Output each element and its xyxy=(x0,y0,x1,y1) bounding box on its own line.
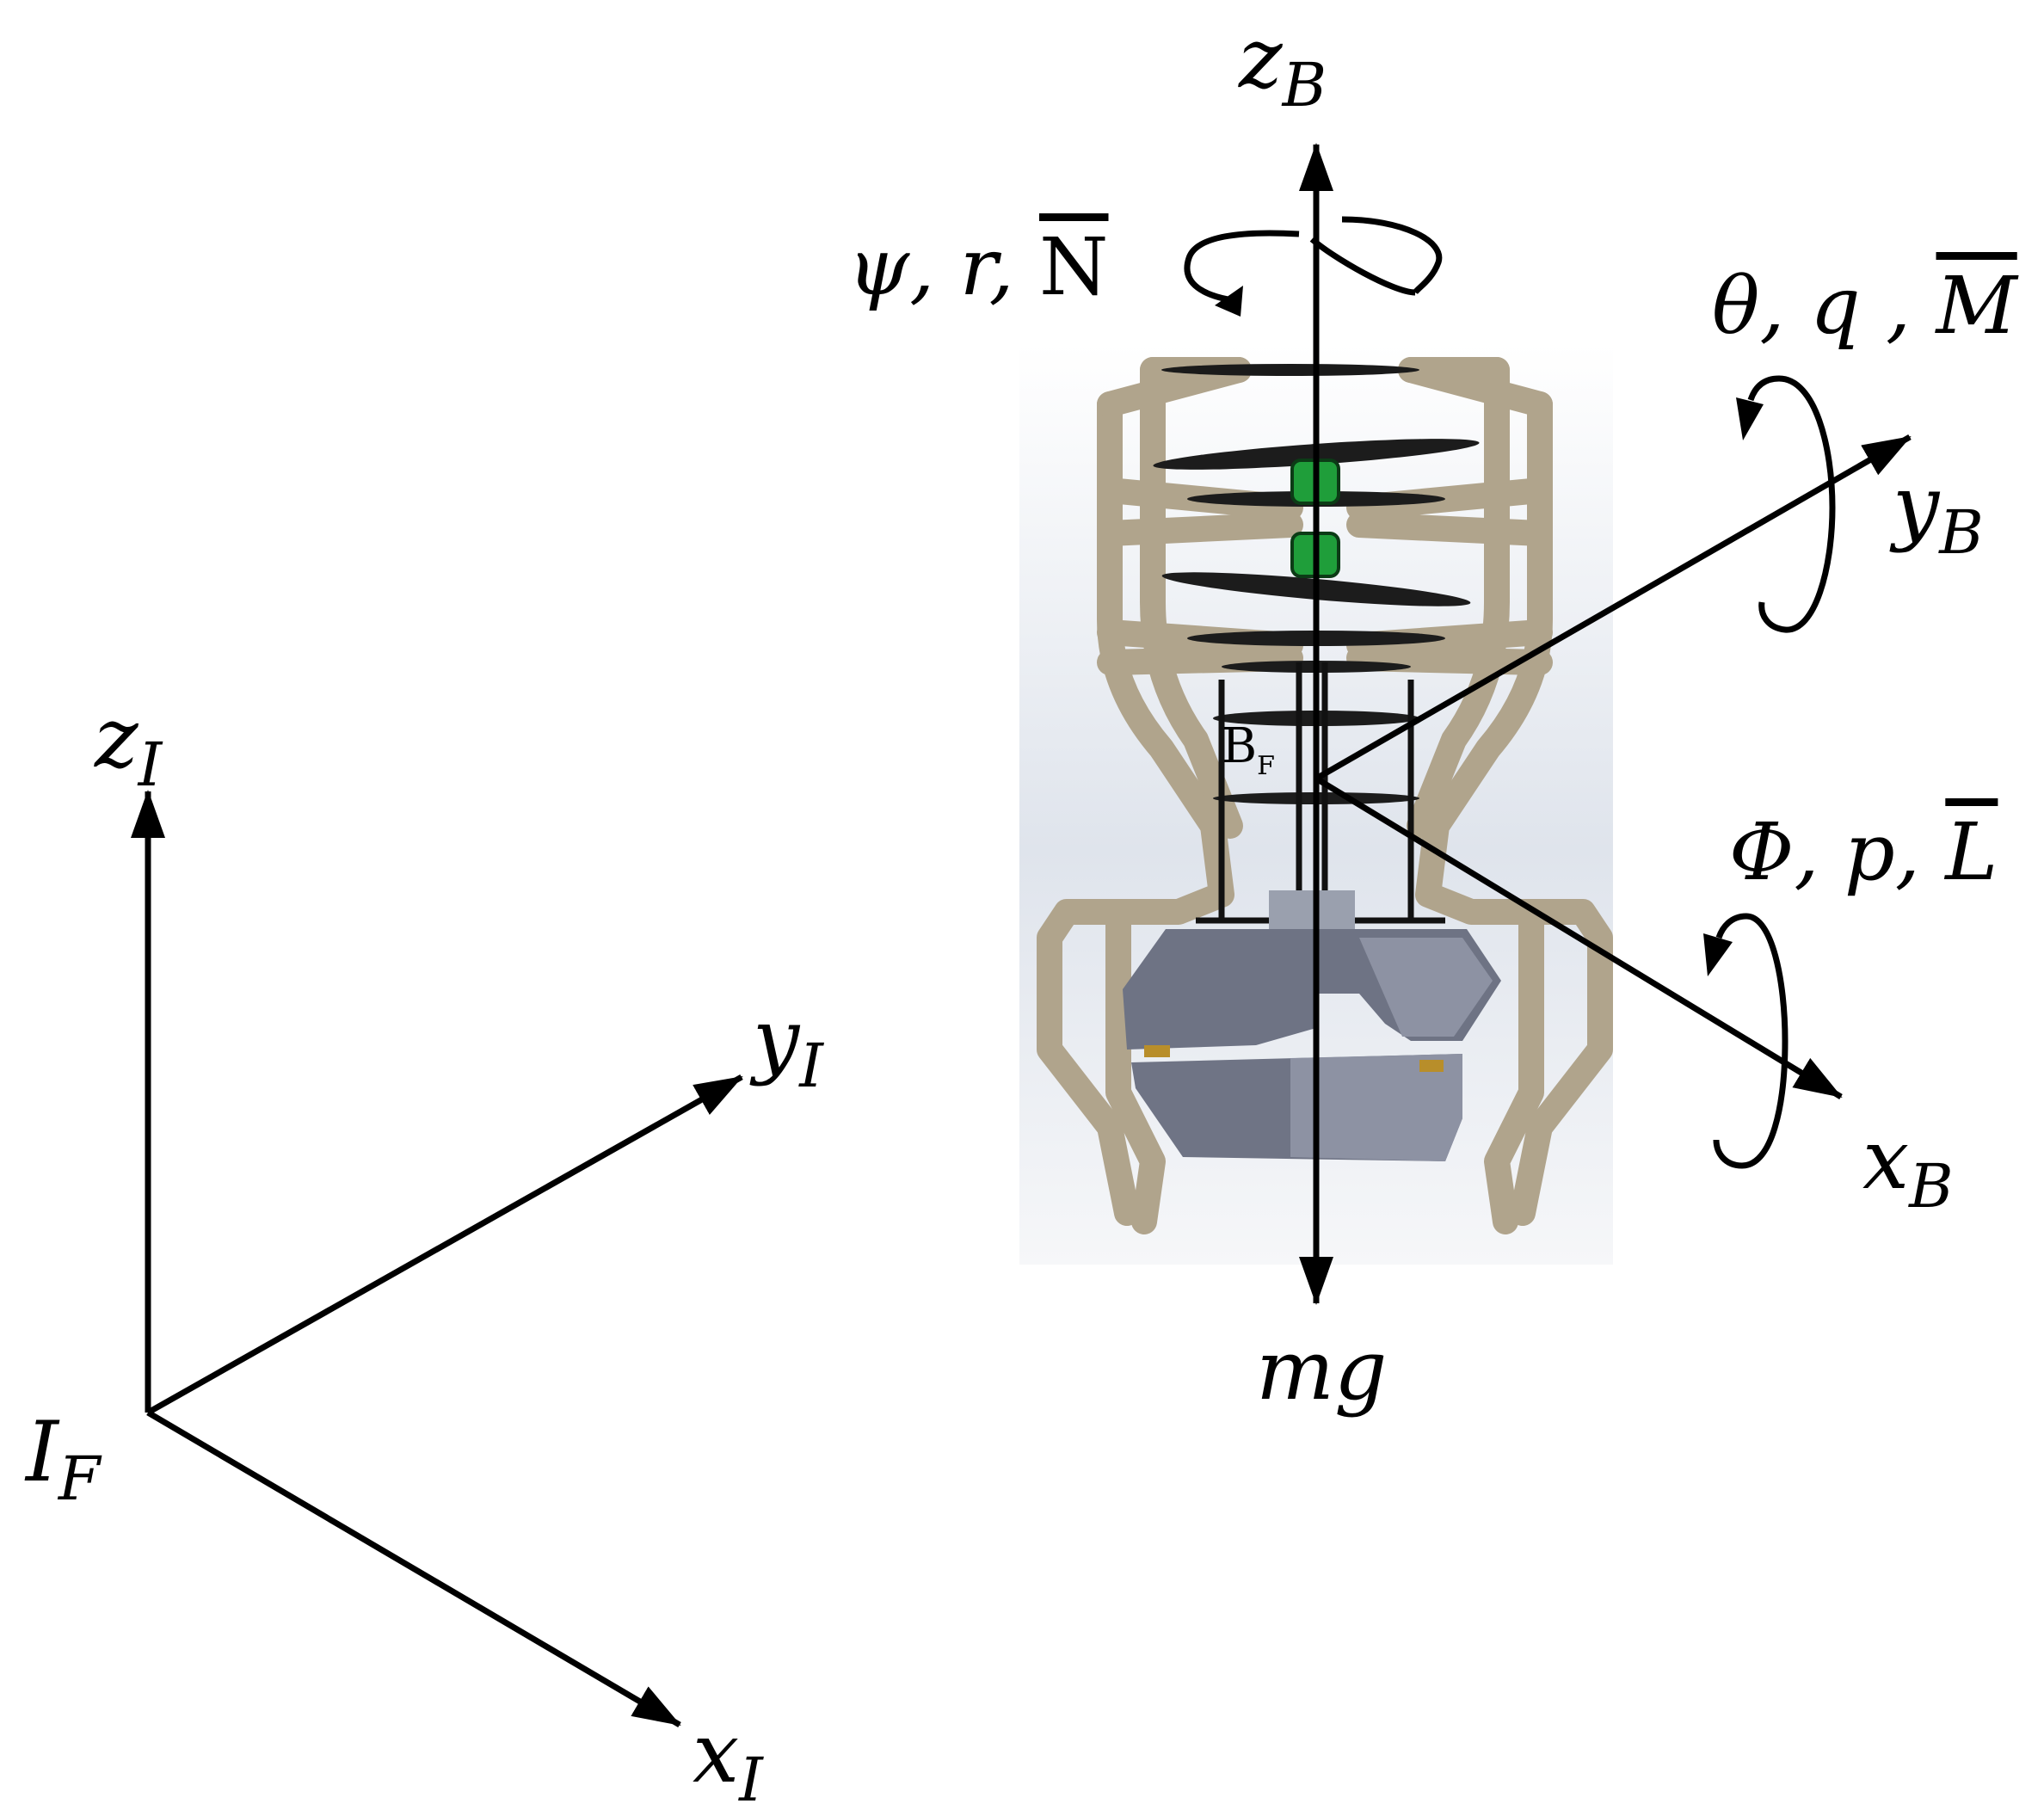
inertial-x-sub: I xyxy=(739,1745,763,1815)
yaw-rotation-arrow xyxy=(1184,230,1416,305)
roll-arrowhead xyxy=(1703,933,1733,976)
inertial-z-sub: I xyxy=(138,729,163,800)
inertial-y-label: yI xyxy=(753,998,823,1096)
inertial-origin-label: IF xyxy=(26,1411,101,1509)
pitch-arrowhead xyxy=(1736,397,1764,440)
yaw-rotation-arrow-head xyxy=(1341,216,1443,295)
inertial-x-label: xI xyxy=(693,1712,763,1810)
roll-label: Φ, p, L xyxy=(1729,813,1998,892)
yaw-arrowhead xyxy=(1215,286,1243,317)
inertial-x-axis xyxy=(146,1409,681,1728)
yaw-label: ψ, r, N xyxy=(847,228,1109,307)
gravity-label: mg xyxy=(1256,1322,1388,1419)
pitch-moment: M xyxy=(1936,260,2017,352)
inertial-y-sub: I xyxy=(799,1031,823,1101)
inertial-z-base: z xyxy=(95,690,139,786)
body-z-label: zB xyxy=(1239,17,1327,115)
body-z-sub: B xyxy=(1282,50,1327,120)
inertial-origin-base: I xyxy=(26,1404,58,1500)
pitch-rotation-arrow-top xyxy=(1747,375,1780,402)
pitch-rotation-arrow xyxy=(1758,375,1836,633)
yaw-moment: N xyxy=(1039,221,1109,313)
gripper-body xyxy=(1123,890,1501,1161)
inertial-origin-sub: F xyxy=(58,1444,101,1514)
body-x-sub: B xyxy=(1909,1151,1954,1222)
roll-moment: L xyxy=(1945,806,1998,898)
body-x-axis xyxy=(1314,776,1843,1099)
body-y-label: yB xyxy=(1893,465,1984,563)
roll-prefix: Φ, p, xyxy=(1729,806,1946,898)
inertial-x-base: x xyxy=(693,1705,740,1801)
body-y-axis xyxy=(1314,434,1912,782)
body-y-sub: B xyxy=(1939,497,1984,568)
pitch-prefix: θ, q , xyxy=(1712,260,1936,352)
inertial-y-base: y xyxy=(753,991,800,1087)
inertial-y-axis xyxy=(146,1074,743,1416)
body-y-base: y xyxy=(1893,458,1940,554)
body-origin-label: BF xyxy=(1222,723,1275,779)
body-origin-base: B xyxy=(1222,718,1258,774)
body-origin-sub: F xyxy=(1257,751,1275,781)
roll-rotation-arrow xyxy=(1713,913,1788,1169)
pitch-label: θ, q , M xyxy=(1712,267,2017,346)
body-x-base: x xyxy=(1862,1111,1910,1208)
drone-cage-frame xyxy=(1037,357,1613,1234)
roll-rotation-arrow-top xyxy=(1715,913,1747,939)
body-x-label: xB xyxy=(1862,1118,1954,1216)
yaw-prefix: ψ, r, xyxy=(847,221,1039,313)
inertial-z-label: zI xyxy=(95,697,162,795)
body-z-base: z xyxy=(1239,10,1283,107)
